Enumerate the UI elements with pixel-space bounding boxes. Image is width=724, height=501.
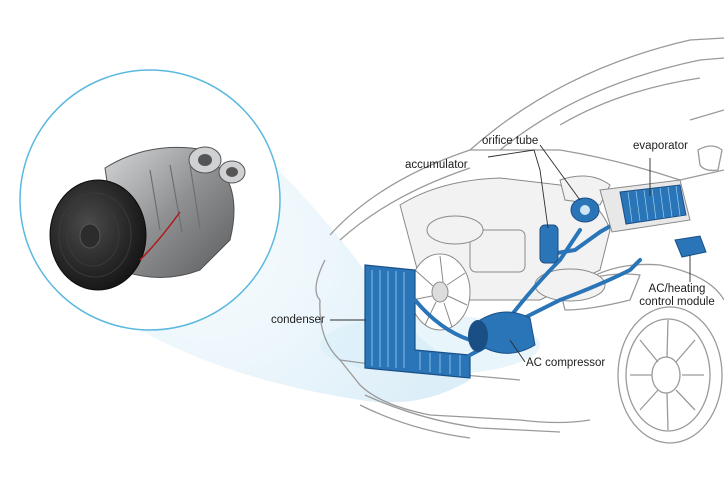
leader-lines bbox=[330, 144, 691, 363]
label-control-module-line1: AC/heating bbox=[648, 283, 706, 295]
radiator-fan bbox=[409, 253, 471, 331]
label-orifice-tube: orifice tube bbox=[482, 135, 539, 147]
evaporator-part bbox=[599, 179, 691, 233]
control-module-part bbox=[674, 235, 707, 258]
front-wheel bbox=[617, 306, 723, 444]
label-accumulator: accumulator bbox=[405, 159, 468, 171]
ac-compressor-part bbox=[468, 311, 536, 354]
label-ac-compressor: AC compressor bbox=[526, 357, 606, 369]
accumulator-part bbox=[539, 224, 559, 264]
label-condenser: condenser bbox=[271, 314, 325, 326]
orifice-tube-part bbox=[570, 197, 600, 223]
compressor-callout bbox=[19, 69, 281, 331]
label-control-module-line2: control module bbox=[639, 296, 715, 308]
label-control-module: AC/heating control module bbox=[627, 283, 724, 309]
label-evaporator: evaporator bbox=[633, 140, 688, 152]
